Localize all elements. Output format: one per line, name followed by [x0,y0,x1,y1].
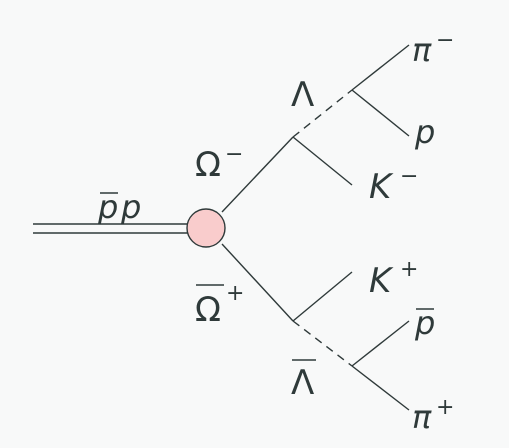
omega-minus-label: Ω − [195,142,243,185]
omega-minus-sup: − [225,142,243,167]
pi-plus-label: π + [412,395,454,436]
omega-minus-base: Ω [195,145,221,185]
beam-antiparticle-label: p [97,188,118,226]
antilambda-track [292,320,353,367]
pi-minus-label: π − [412,28,454,69]
pi-plus-base: π [412,398,432,436]
k-minus-label: K − [369,164,418,207]
k-minus-sup: − [400,164,418,189]
antiproton-label: p [414,304,435,342]
antiproton-base: p [414,304,435,342]
k-plus-sup: + [400,257,418,282]
beam-label: p p [97,188,141,226]
lambda-label: Λ [291,75,314,115]
antilambda-base: Λ [291,363,314,403]
pi-minus-sup: − [436,28,454,53]
proton-track [351,89,410,137]
k-minus-base: K [369,167,394,207]
production-vertex [186,208,226,248]
k-plus-base: K [369,261,394,301]
antiproton-track [351,320,410,367]
antilambda-label: Λ [291,359,316,403]
lambda-track [292,89,353,138]
pi-plus-sup: + [436,395,454,420]
antiomega-plus-label: Ω + [195,281,244,330]
beam-particle-label: p [120,188,141,226]
k-plus-track [292,271,353,322]
omega-minus-track [221,136,294,213]
pi-plus-track [351,365,410,411]
antiomega-plus-track [221,243,294,322]
k-minus-track [292,136,353,186]
antiomega-sup: + [226,281,244,306]
k-plus-label: K + [369,257,418,301]
antiomega-base: Ω [195,290,221,330]
proton-label: p [414,113,435,151]
pi-minus-base: π [412,31,432,69]
pi-minus-track [351,44,410,91]
